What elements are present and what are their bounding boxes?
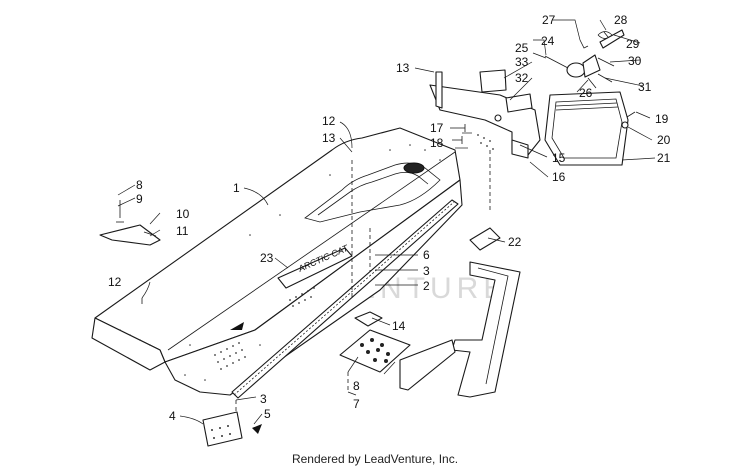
callout-11: 11 — [176, 224, 189, 238]
callout-24: 24 — [541, 34, 555, 48]
callout-31: 31 — [638, 80, 652, 94]
callout-13a: 13 — [322, 131, 336, 145]
plate-4-holes — [211, 425, 231, 439]
callout-3a: 3 — [423, 264, 430, 278]
callout-30: 30 — [628, 54, 642, 68]
rear-bumper-side-arm — [399, 339, 456, 391]
tunnel-fold-line — [167, 151, 456, 351]
callout-7: 7 — [353, 397, 360, 411]
rail-2-teeth — [233, 201, 455, 396]
callout-29: 29 — [626, 37, 640, 51]
callout-10: 10 — [176, 207, 190, 221]
rivet-5 — [252, 424, 262, 434]
callout-21: 21 — [657, 151, 671, 165]
bracket-dots — [477, 134, 494, 150]
callout-19: 19 — [655, 112, 669, 126]
tunnel-front-flange — [91, 317, 166, 371]
callout-20: 20 — [657, 133, 671, 147]
bolt-17 — [450, 124, 466, 132]
callout-6: 6 — [423, 248, 430, 262]
callout-13b: 13 — [396, 61, 410, 75]
snow-flap-21 — [544, 91, 629, 166]
clip-27 — [579, 39, 589, 49]
callout-17: 17 — [430, 121, 444, 135]
callout-22: 22 — [508, 235, 522, 249]
bracket-15-lower — [511, 139, 529, 159]
callout-8b: 8 — [353, 379, 360, 393]
nut-11 — [143, 231, 157, 237]
callout-16: 16 — [552, 170, 566, 184]
bracket-10 — [99, 224, 161, 246]
rear-bumper — [451, 261, 521, 398]
callout-12b: 12 — [322, 114, 336, 128]
spacer-32 — [505, 93, 533, 113]
socket-26 — [587, 77, 597, 89]
callout-28: 28 — [614, 13, 628, 27]
light-lens — [582, 54, 601, 78]
step-plate-7 — [339, 329, 411, 373]
callout-1: 1 — [233, 181, 240, 195]
rail-2 — [231, 199, 459, 399]
callout-26: 26 — [579, 86, 593, 100]
light-housing-24 — [566, 62, 586, 78]
leader-lines — [117, 19, 656, 425]
callout-18: 18 — [430, 136, 444, 150]
callout-25: 25 — [515, 41, 529, 55]
callout-9: 9 — [136, 192, 143, 206]
screw-19 — [626, 111, 636, 118]
plate-4 — [202, 411, 243, 447]
flap-stripes — [555, 102, 619, 111]
callout-12a: 12 — [108, 275, 122, 289]
step-plate-holes — [360, 338, 390, 363]
callout-8a: 8 — [136, 178, 143, 192]
tunnel-hole — [403, 162, 425, 174]
callout-2: 2 — [423, 279, 430, 293]
callout-15: 15 — [552, 151, 566, 165]
callout-27: 27 — [542, 13, 556, 27]
step-bracket-14 — [354, 311, 383, 327]
rivet-dots — [119, 144, 441, 381]
washer-20 — [621, 121, 629, 129]
callout-23: 23 — [260, 251, 274, 265]
lever-29 — [599, 29, 625, 49]
callout-3b: 3 — [260, 392, 267, 406]
snow-flap-21-border — [551, 98, 623, 159]
callout-14: 14 — [392, 319, 406, 333]
callout-5: 5 — [264, 407, 271, 421]
decal-23 — [277, 247, 353, 289]
rear-bumper-inner — [477, 267, 509, 385]
plate-33 — [479, 69, 507, 93]
bracket-15-flange — [435, 71, 443, 109]
footer-credit: Rendered by LeadVenture, Inc. — [291, 452, 459, 466]
callout-4: 4 — [169, 409, 176, 423]
plate-22 — [469, 227, 501, 251]
callout-32: 32 — [515, 71, 529, 85]
bracket-hole — [494, 114, 502, 122]
bulb-25 — [544, 55, 569, 69]
tunnel-contour-inner — [317, 172, 429, 216]
nut-18 — [452, 136, 463, 144]
decal-arrow — [230, 322, 244, 330]
screw-30 — [597, 57, 615, 67]
callout-33: 33 — [515, 55, 529, 69]
